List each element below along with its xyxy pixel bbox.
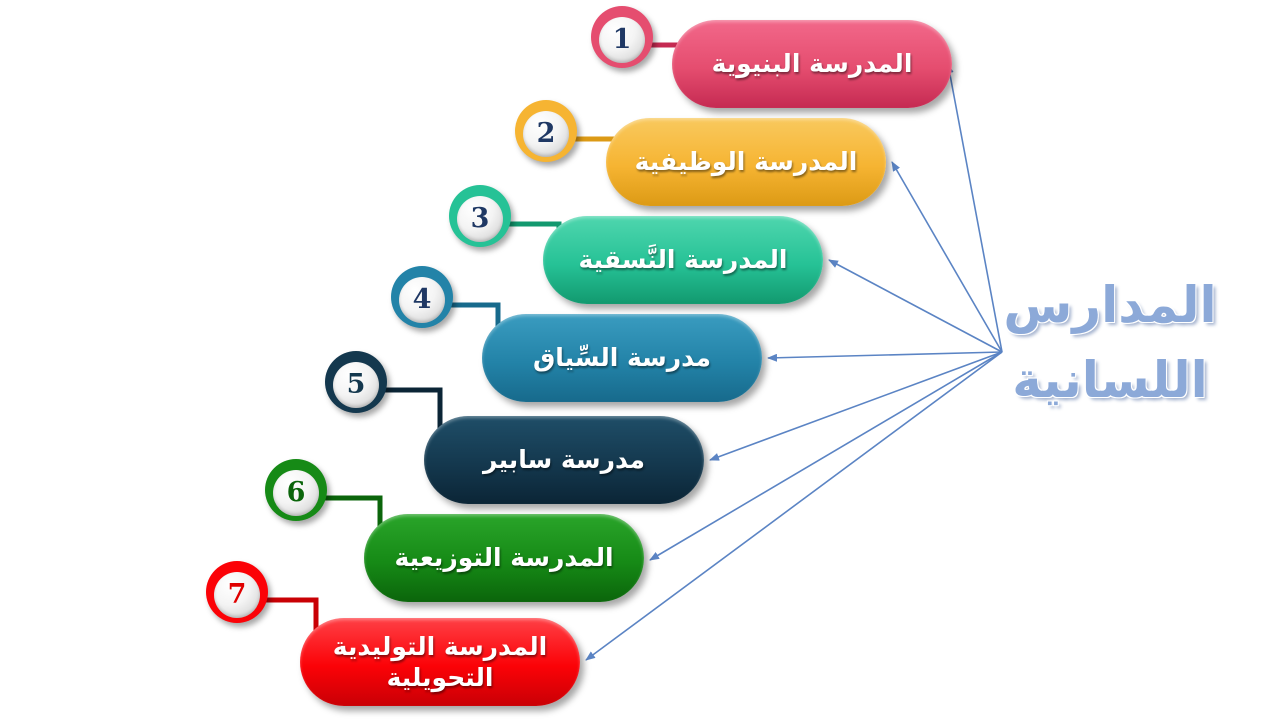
- school-pill-3: المدرسة النَّسقية: [543, 216, 823, 304]
- school-pill-7: المدرسة التوليدية التحويلية: [300, 618, 580, 706]
- school-pill-2: المدرسة الوظيفية: [606, 118, 886, 206]
- number-ball-1: 1: [599, 17, 645, 63]
- number-badge-5: 5: [325, 351, 387, 413]
- arrow-to-school-7: [585, 351, 1003, 661]
- number-ball-4: 4: [399, 277, 445, 323]
- number-badge-7: 7: [206, 561, 268, 623]
- diagram-title-line2: اللسانية: [1012, 351, 1208, 409]
- number-ball-6: 6: [273, 470, 319, 516]
- number-badge-1: 1: [591, 6, 653, 68]
- school-label-7: المدرسة التوليدية التحويلية: [332, 631, 548, 692]
- number-text-1: 1: [612, 23, 632, 55]
- school-pill-4: مدرسة السِّياق: [482, 314, 762, 402]
- school-label-1: المدرسة البنيوية: [711, 49, 913, 79]
- school-label-2: المدرسة الوظيفية: [634, 147, 858, 177]
- arrow-to-school-1: [945, 63, 1003, 353]
- number-text-5: 5: [346, 368, 366, 400]
- school-label-6: المدرسة التوزيعية: [394, 543, 614, 573]
- number-ball-5: 5: [333, 362, 379, 408]
- arrow-to-school-3: [828, 259, 1003, 353]
- arrow-to-school-6: [649, 351, 1003, 561]
- number-ball-2: 2: [523, 111, 569, 157]
- number-badge-2: 2: [515, 100, 577, 162]
- diagram-title-line1: المدارس: [1003, 276, 1217, 334]
- school-label-4: مدرسة السِّياق: [532, 343, 712, 373]
- arrow-to-school-5: [709, 351, 1003, 461]
- number-text-6: 6: [286, 476, 306, 508]
- school-label-3: المدرسة النَّسقية: [578, 245, 788, 275]
- number-text-4: 4: [412, 283, 432, 315]
- number-text-3: 3: [470, 202, 490, 234]
- school-pill-1: المدرسة البنيوية: [672, 20, 952, 108]
- number-badge-6: 6: [265, 459, 327, 521]
- number-text-2: 2: [536, 117, 556, 149]
- diagram-title: المدارس اللسانية: [985, 268, 1235, 418]
- number-ball-7: 7: [214, 572, 260, 618]
- school-pill-5: مدرسة سابير: [424, 416, 704, 504]
- number-ball-3: 3: [457, 196, 503, 242]
- number-badge-3: 3: [449, 185, 511, 247]
- school-label-5: مدرسة سابير: [483, 445, 645, 475]
- number-text-7: 7: [227, 578, 247, 610]
- arrow-to-school-4: [767, 351, 1003, 362]
- arrow-to-school-2: [891, 161, 1003, 353]
- school-pill-6: المدرسة التوزيعية: [364, 514, 644, 602]
- number-badge-4: 4: [391, 266, 453, 328]
